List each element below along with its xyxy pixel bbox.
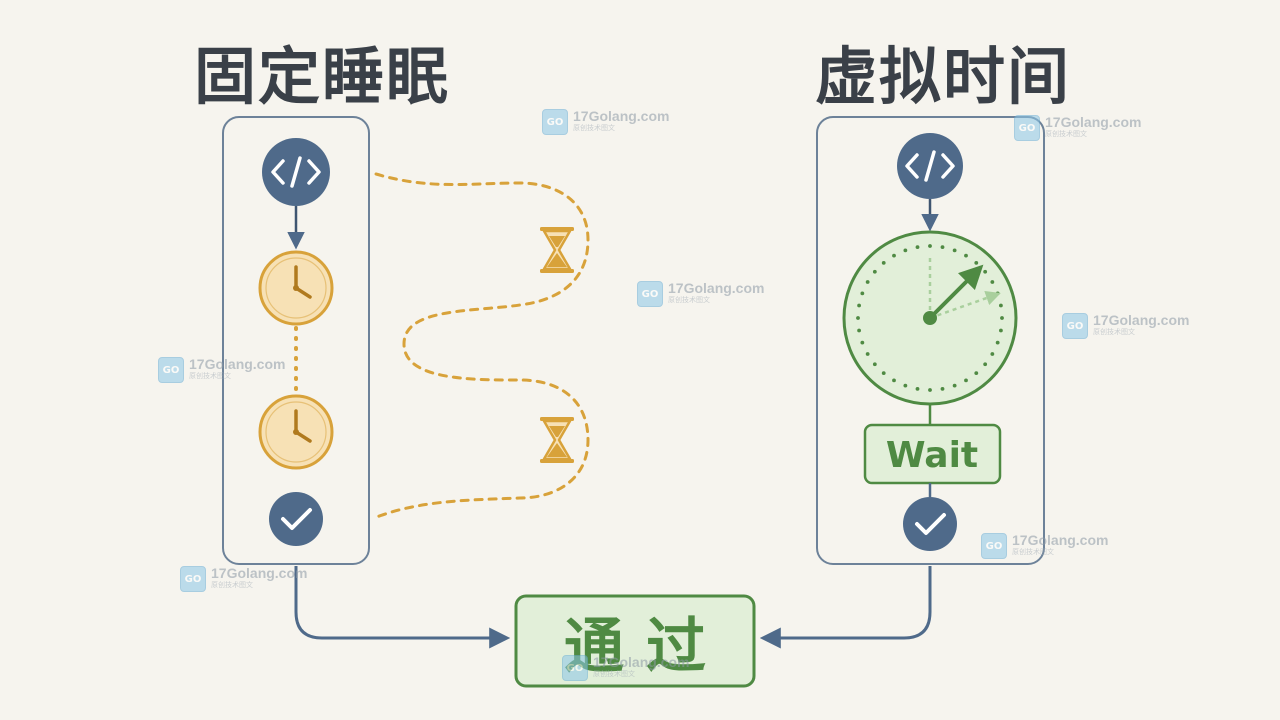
fixed-sleep-panel bbox=[222, 116, 370, 565]
watermark-logo-icon: GO bbox=[1014, 115, 1040, 141]
clock-tick-dot bbox=[995, 340, 1000, 345]
clock-tick-dot bbox=[928, 244, 932, 248]
clock-tick-dot bbox=[857, 303, 861, 308]
clock-tick-dot bbox=[999, 303, 1003, 308]
watermark-logo-icon: GO bbox=[562, 655, 588, 681]
watermark-logo-icon: GO bbox=[981, 533, 1007, 559]
virtual-clock-icon bbox=[842, 230, 1018, 406]
hourglass-icon bbox=[540, 227, 574, 273]
hourglass-icon bbox=[540, 417, 574, 463]
clock-tick-dot bbox=[995, 291, 1000, 296]
clock-tick-dot bbox=[903, 383, 908, 388]
watermark-logo-icon: GO bbox=[158, 357, 184, 383]
clock-tick-dot bbox=[952, 248, 957, 253]
clock-tick-dot bbox=[865, 352, 870, 356]
watermark-logo-icon: GO bbox=[180, 566, 206, 592]
clock-tick-dot bbox=[915, 387, 920, 391]
clock-tick-dot bbox=[881, 260, 886, 265]
virtual-time-panel bbox=[816, 116, 1045, 565]
clock-tick-dot bbox=[1000, 316, 1004, 320]
code-icon bbox=[262, 138, 330, 206]
clock-tick-dot bbox=[974, 371, 979, 376]
clock-tick-dot bbox=[892, 253, 896, 258]
code-icon bbox=[897, 133, 963, 199]
clock-tick-dot bbox=[983, 362, 988, 367]
clock-tick-dot bbox=[983, 269, 988, 274]
clock-tick-dot bbox=[940, 245, 945, 249]
clock-tick-dot bbox=[990, 352, 995, 356]
clock-tick-dot bbox=[940, 387, 945, 391]
clock-tick-dot bbox=[872, 269, 877, 274]
watermark-logo-icon: GO bbox=[637, 281, 663, 307]
clock-tick-dot bbox=[881, 371, 886, 376]
clock-tick-dot bbox=[990, 280, 995, 284]
clock-tick-dot bbox=[974, 260, 979, 265]
clock-tick-dot bbox=[872, 362, 877, 367]
clock-tick-dot bbox=[964, 378, 968, 383]
clock-tick-dot bbox=[903, 248, 908, 253]
check-icon bbox=[903, 497, 957, 551]
clock-tick-dot bbox=[915, 245, 920, 249]
clock-tick-dot bbox=[860, 291, 865, 296]
clock-icon bbox=[258, 250, 334, 326]
wait-box bbox=[863, 423, 1002, 485]
wait-label: Wait bbox=[886, 435, 978, 476]
clock-tick-dot bbox=[964, 253, 968, 258]
left-to-result-arrow bbox=[294, 566, 511, 649]
check-icon bbox=[269, 492, 323, 546]
clock-tick-dot bbox=[865, 280, 870, 284]
virtual-time-title: 虚拟时间 bbox=[815, 40, 1072, 113]
clock-icon bbox=[258, 394, 334, 470]
clock-tick-dot bbox=[928, 388, 932, 392]
sleep-wait-path bbox=[372, 172, 590, 520]
clock-tick-dot bbox=[857, 328, 861, 333]
watermark-logo-icon: GO bbox=[1062, 313, 1088, 339]
clock-tick-dot bbox=[856, 316, 860, 320]
clock-tick-dot bbox=[860, 340, 865, 345]
right-to-result-arrow bbox=[759, 566, 932, 649]
clock-tick-dot bbox=[952, 383, 957, 388]
watermark-logo-icon: GO bbox=[542, 109, 568, 135]
clock-tick-dot bbox=[999, 328, 1003, 333]
clock-tick-dot bbox=[892, 378, 896, 383]
fixed-sleep-title: 固定睡眠 bbox=[194, 40, 451, 113]
